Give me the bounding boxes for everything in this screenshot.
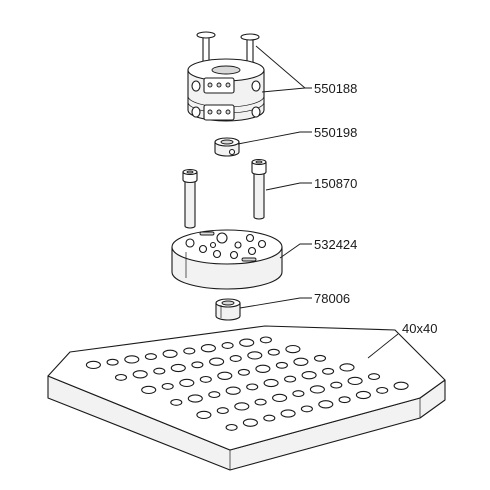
plate-hole bbox=[313, 354, 327, 362]
plate-hole bbox=[263, 378, 279, 388]
plate-hole bbox=[170, 363, 186, 373]
plate-hole bbox=[272, 393, 288, 403]
screws bbox=[182, 158, 267, 229]
plate-hole bbox=[85, 360, 101, 370]
plate-hole bbox=[275, 361, 288, 369]
plate-hole bbox=[209, 357, 225, 366]
plate-hole bbox=[301, 371, 317, 380]
bushing bbox=[214, 137, 240, 157]
locating-pin bbox=[215, 298, 241, 321]
plate-hole bbox=[255, 364, 271, 373]
plate-hole bbox=[259, 336, 272, 344]
plate-hole bbox=[179, 378, 195, 388]
plate-hole bbox=[247, 351, 263, 360]
plate-hole bbox=[237, 368, 250, 376]
plate-hole bbox=[293, 357, 309, 366]
plate-hole bbox=[225, 423, 238, 431]
plate-hole bbox=[338, 396, 351, 404]
label-base-module: 532424 bbox=[314, 237, 357, 252]
plate-hole bbox=[216, 407, 229, 415]
label-locating-pin: 78006 bbox=[314, 291, 350, 306]
plate-hole bbox=[141, 385, 157, 395]
plate-hole bbox=[221, 342, 234, 349]
plate-hole bbox=[300, 405, 313, 413]
plate-hole bbox=[196, 410, 212, 420]
plate-hole bbox=[267, 348, 280, 356]
plate-hole bbox=[106, 358, 119, 366]
plate-hole bbox=[242, 418, 258, 427]
plate-hole bbox=[161, 382, 174, 390]
plate-hole bbox=[234, 402, 250, 411]
plate-hole bbox=[200, 344, 216, 353]
plate-hole bbox=[170, 398, 183, 406]
grid-plate-holes bbox=[85, 336, 409, 431]
plate-hole bbox=[285, 344, 301, 354]
plate-hole bbox=[191, 361, 204, 369]
plate-hole bbox=[393, 381, 409, 390]
plate-hole bbox=[254, 398, 267, 406]
plate-hole bbox=[309, 385, 325, 394]
label-grid-plate: 40x40 bbox=[402, 321, 437, 336]
clamp-module bbox=[187, 31, 265, 122]
plate-hole bbox=[330, 381, 343, 389]
plate-hole bbox=[217, 371, 233, 380]
plate-hole bbox=[280, 409, 296, 418]
plate-hole bbox=[318, 400, 334, 409]
plate-hole bbox=[225, 386, 241, 395]
plate-hole bbox=[246, 383, 259, 391]
plate-hole bbox=[263, 414, 276, 422]
plate-hole bbox=[183, 347, 196, 355]
plate-hole bbox=[339, 363, 355, 372]
plate-hole bbox=[347, 376, 363, 386]
plate-hole bbox=[229, 355, 242, 362]
plate-hole bbox=[187, 394, 203, 403]
label-bushing: 550198 bbox=[314, 125, 357, 140]
grid-plate bbox=[47, 325, 446, 471]
plate-hole bbox=[162, 349, 178, 358]
plate-hole bbox=[208, 391, 221, 399]
base-module bbox=[171, 229, 283, 290]
plate-hole bbox=[132, 370, 148, 379]
label-clamp-module: 550188 bbox=[314, 81, 357, 96]
plate-hole bbox=[322, 367, 335, 375]
plate-hole bbox=[153, 367, 166, 375]
plate-hole bbox=[376, 386, 389, 394]
plate-hole bbox=[239, 338, 255, 347]
plate-hole bbox=[124, 355, 140, 364]
plate-hole bbox=[144, 353, 157, 361]
label-screws: 150870 bbox=[314, 176, 357, 191]
plate-hole bbox=[367, 373, 381, 381]
leader-lines bbox=[237, 45, 399, 359]
plate-hole bbox=[292, 390, 305, 398]
plate-hole bbox=[355, 390, 371, 400]
plate-hole bbox=[199, 375, 212, 383]
plate-hole bbox=[114, 373, 128, 381]
plate-hole bbox=[284, 375, 297, 383]
